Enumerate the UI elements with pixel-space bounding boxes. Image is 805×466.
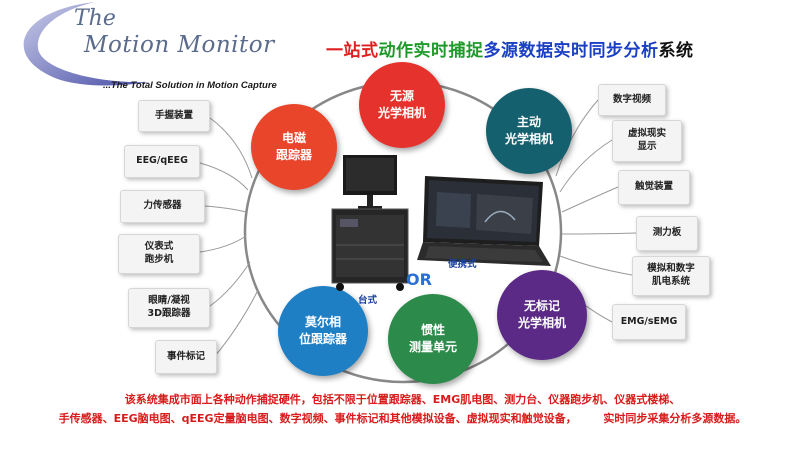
laptop-label: 便携式: [448, 259, 477, 270]
or-text: OR: [406, 270, 432, 289]
headline: 一站式动作实时捕捉多源数据实时同步分析系统: [326, 36, 694, 61]
desktop-workstation-icon: [331, 155, 409, 291]
headline-part2: 动作实时捕捉: [378, 41, 484, 61]
circle-electromagnetic-tracker: 电磁 跟踪器: [251, 104, 337, 190]
headline-part3: 多源数据实时同步分析: [483, 41, 659, 61]
circle-moire-phase-tracker: 莫尔相 位跟踪器: [278, 286, 368, 376]
box-haptic-device: 触觉装置: [618, 170, 690, 205]
laptop-icon: [417, 176, 551, 266]
box-eeg-qeeg: EEG/qEEG: [124, 145, 200, 178]
box-force-sensor: 力传感器: [120, 190, 205, 223]
circle-markerless-optical-camera: 无标记 光学相机: [497, 270, 587, 360]
circle-active-optical-camera: 主动 光学相机: [486, 88, 572, 174]
circle-inertial-measurement-unit: 惯性 测量单元: [388, 294, 478, 384]
box-digital-video: 数字视频: [598, 84, 666, 116]
caption-line1: 该系统集成市面上各种动作捕捉硬件，包括不限于位置跟踪器、EMG肌电图、测力台、仪…: [124, 393, 681, 406]
desktop-label: 台式: [358, 295, 378, 306]
box-instrumented-treadmill: 仪表式 跑步机: [118, 234, 200, 274]
box-force-plate: 测力板: [636, 216, 698, 251]
box-vr-display: 虚拟现实 显示: [612, 120, 682, 162]
logo-tagline: ...The Total Solution in Motion Capture: [103, 80, 277, 91]
circle-passive-optical-camera: 无源 光学相机: [359, 62, 445, 148]
headline-part4: 系统: [658, 41, 694, 61]
box-hand-grip: 手握装置: [138, 100, 210, 132]
box-emg-semg: EMG/sEMG: [612, 304, 686, 340]
headline-part1: 一站式: [326, 41, 379, 61]
left-connectors: [199, 117, 259, 357]
logo-line2: Motion Monitor: [84, 32, 275, 58]
box-emg-system: 模拟和数字 肌电系统: [632, 256, 710, 296]
logo: The Motion Monitor ...The Total Solution…: [0, 0, 320, 100]
logo-line1: The: [74, 6, 116, 31]
caption-line2: 手传感器、EEG脑电图、qEEG定量脑电图、数字视频、事件标记和其他模拟设备、虚…: [58, 412, 747, 425]
box-eye-gaze-tracker: 眼睛/凝视 3D跟踪器: [128, 288, 210, 328]
box-event-marker: 事件标记: [155, 340, 217, 374]
